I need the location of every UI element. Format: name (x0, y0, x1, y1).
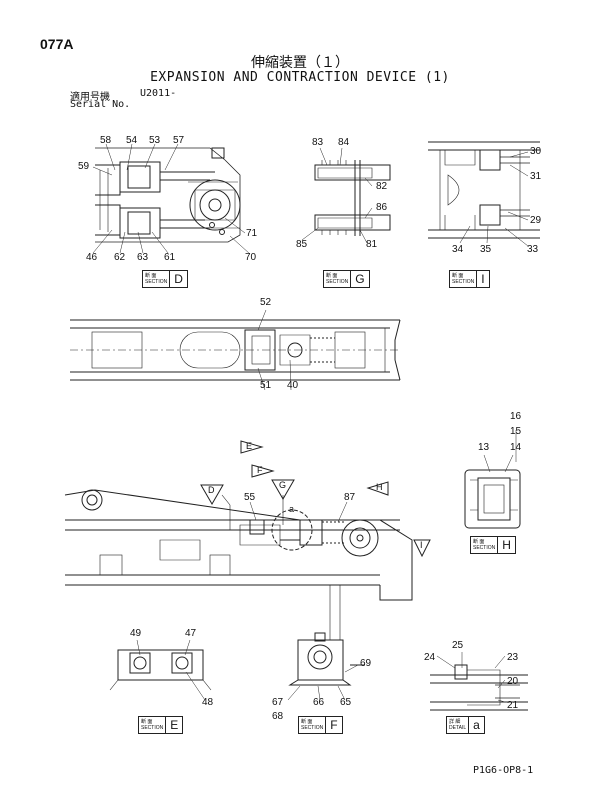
callout-35: 35 (480, 244, 492, 255)
callout-66: 66 (313, 697, 325, 708)
callout-54: 54 (126, 135, 138, 146)
title-japanese: 伸縮装置（１） (251, 55, 349, 71)
callout-25: 25 (452, 640, 464, 651)
page-code: 077A (40, 36, 74, 52)
callout-51: 51 (260, 380, 272, 391)
serial-label-japanese: 適用号機 (70, 92, 110, 103)
callout-14: 14 (510, 442, 522, 453)
view-marker-i: I (420, 540, 423, 550)
section-d-drawing (92, 143, 251, 255)
callout-86: 86 (376, 202, 388, 213)
detail-tag-letter: a (473, 718, 480, 732)
callout-30: 30 (530, 146, 542, 157)
callout-82: 82 (376, 181, 388, 192)
side-view-drawing (64, 489, 413, 640)
callout-59: 59 (78, 161, 90, 172)
callout-24: 24 (424, 652, 436, 663)
section-tag-jp: 断 面 (452, 273, 464, 279)
callout-33: 33 (527, 244, 539, 255)
section-e-drawing (109, 639, 212, 701)
serial-value: U2011- (140, 88, 177, 99)
section-f-drawing (287, 632, 365, 701)
view-marker-h: H (376, 482, 383, 492)
section-g-drawing (301, 147, 391, 244)
callout-53: 53 (149, 135, 161, 146)
section-tag-en: SECTION (141, 725, 164, 731)
callout-67: 67 (272, 697, 284, 708)
view-marker-e: E (246, 441, 253, 451)
callout-16: 16 (510, 411, 522, 422)
callout-85: 85 (296, 239, 308, 250)
callout-13: 13 (478, 442, 490, 453)
callout-20: 20 (507, 676, 519, 687)
callout-62: 62 (114, 252, 126, 263)
section-tag-en: SECTION (326, 279, 349, 285)
callout-58: 58 (100, 135, 112, 146)
section-tag-letter: I (481, 272, 485, 286)
callout-61: 61 (164, 252, 176, 263)
callout-40: 40 (287, 380, 299, 391)
view-marker-shapes (200, 440, 431, 558)
section-tag-en: SECTION (145, 279, 168, 285)
section-tag-en: SECTION (452, 279, 475, 285)
plan-view-drawing (70, 309, 401, 391)
view-marker-g: G (279, 480, 287, 490)
section-tag-en: SECTION (473, 545, 496, 551)
section-tag-letter: G (355, 272, 365, 286)
callout-23: 23 (507, 652, 519, 663)
callout-52: 52 (260, 297, 272, 308)
callout-15: 15 (510, 426, 522, 437)
detail-tag-jp: 詳 細 (449, 719, 461, 725)
section-tag-jp: 断 面 (141, 719, 153, 725)
callout-47: 47 (185, 628, 197, 639)
callout-49: 49 (130, 628, 142, 639)
callout-63: 63 (137, 252, 149, 263)
section-tag-jp: 断 面 (326, 273, 338, 279)
callout-34: 34 (452, 244, 464, 255)
callout-46: 46 (86, 252, 98, 263)
section-h-drawing (464, 430, 521, 529)
section-tag-letter: F (330, 718, 338, 732)
callout-57: 57 (173, 135, 185, 146)
callout-84: 84 (338, 137, 350, 148)
section-tag-letter: H (502, 538, 511, 552)
callout-55: 55 (244, 492, 256, 503)
callout-70: 70 (245, 252, 257, 263)
callout-48: 48 (202, 697, 214, 708)
section-tag-jp: 断 面 (473, 539, 485, 545)
section-tag-jp: 断 面 (145, 273, 157, 279)
section-tag-jp: 断 面 (301, 719, 313, 725)
drawing-code: P1G6-OP8-1 (473, 765, 534, 776)
detail-a-drawing (430, 652, 528, 711)
section-tag-en: SECTION (301, 725, 324, 731)
callout-71: 71 (246, 228, 258, 239)
callout-31: 31 (530, 171, 542, 182)
section-tag-letter: D (174, 272, 183, 286)
section-i-drawing (428, 141, 540, 247)
callout-69: 69 (360, 658, 372, 669)
callout-87: 87 (344, 492, 356, 503)
callout-83: 83 (312, 137, 324, 148)
callout-65: 65 (340, 697, 352, 708)
section-tag-letter: E (170, 718, 179, 732)
callout-68: 68 (272, 711, 284, 722)
callout-21: 21 (507, 700, 519, 711)
view-marker-f: F (257, 465, 263, 475)
serial-label-english: Serial No. (70, 99, 131, 110)
detail-marker-a: a (289, 504, 295, 514)
title-english: EXPANSION AND CONTRACTION DEVICE (1) (150, 70, 450, 85)
detail-tag-en: DETAIL (449, 725, 467, 731)
callout-81: 81 (366, 239, 378, 250)
callout-29: 29 (530, 215, 542, 226)
view-marker-d: D (208, 485, 215, 495)
